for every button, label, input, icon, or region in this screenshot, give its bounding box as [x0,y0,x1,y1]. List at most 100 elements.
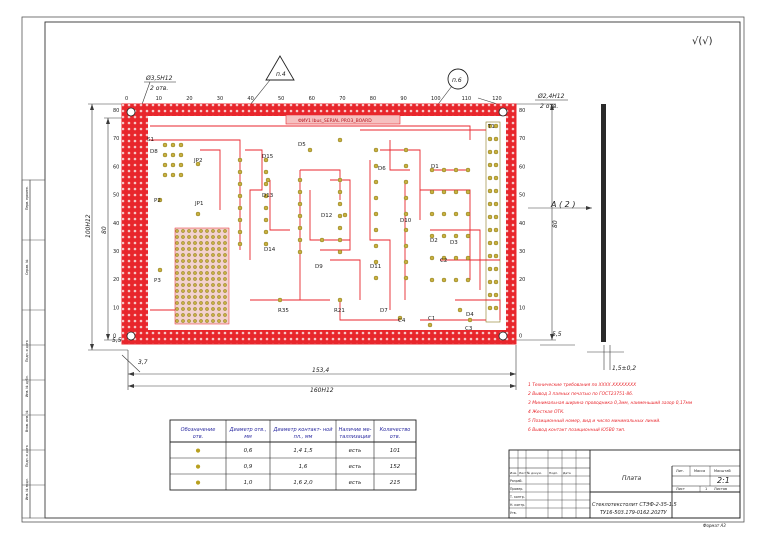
y-scale-tick-right: 40 [519,221,525,227]
component-label: D14 [264,247,276,253]
component-label: R21 [334,308,345,314]
component-pad [297,213,303,219]
title-block-row-label: Утв. [510,511,517,515]
component-pad [429,277,435,283]
stage-label: Лит. [676,469,684,473]
stamp-label: Инв. № дубл. [25,375,29,397]
dimension-lines [88,79,624,390]
component-pad [493,149,499,155]
component-pad [453,233,459,239]
component-pad [487,266,493,272]
component-label: JP2 [193,158,202,164]
component-pad [263,205,269,211]
component-pad [403,179,409,185]
component-label: D4 [466,312,474,318]
component-pad [487,149,493,155]
component-pad [373,179,379,185]
component-pad [373,195,379,201]
component-pad [337,177,343,183]
component-pad [170,172,176,178]
component-pad [493,188,499,194]
component-pad [493,123,499,129]
title-block [508,449,741,519]
component-pad [263,181,269,187]
x-scale-tick: 10 [156,96,162,102]
component-pad [465,189,471,195]
component-pad [453,277,459,283]
component-pads [126,107,508,341]
stamp-label: Подп. и дата [25,445,29,467]
component-pad [157,267,163,273]
hole-table-header-cont: мм [244,434,252,440]
component-pad [465,277,471,283]
component-pad [441,255,447,261]
copper-trace [245,149,263,260]
component-pad [162,162,168,168]
title-block-row-label: Разраб. [510,479,523,483]
dim-height-outer: 100Н12 [85,214,92,238]
component-pad [427,322,433,328]
board-edge-left [122,104,148,344]
component-pad [170,162,176,168]
copper-trace [430,229,481,290]
scale-value: 2:1 [717,476,730,485]
component-label: D7 [380,308,388,314]
component-label: P2 [154,198,161,204]
dim-width-outer: 160Н12 [310,387,334,394]
component-pad [237,181,243,187]
component-pad [457,307,463,313]
component-pad [237,241,243,247]
hole-table-header: Наличие ме- [339,427,372,433]
component-label: C3 [465,326,473,332]
hole-table-header-cont: пл., мм [294,434,313,440]
component-pad [493,305,499,311]
stamp-label: Инв. № подл. [25,478,29,500]
component-pad [342,212,348,218]
y-scale-tick-right: 70 [519,136,525,142]
component-label: D8 [150,149,158,155]
hole-table-header: Количество [380,427,411,433]
component-pad [373,163,379,169]
copper-trace [380,149,421,220]
y-scale-tick-right: 30 [519,249,525,255]
component-pad [263,241,269,247]
component-pad [493,266,499,272]
pcb-board: ФИУ1 Ibus_SERIAL PRO3_BOARD JP2JP1P2P3S1… [121,103,517,345]
component-pad [403,211,409,217]
header-strip [285,114,401,125]
component-pad [373,227,379,233]
component-pad [195,161,201,167]
component-pad [487,279,493,285]
board-edge-top [122,104,516,116]
hole-table-cell: 1,6 [299,464,308,470]
component-pad [237,205,243,211]
component-pad [441,189,447,195]
y-scale-tick-right: 0 [519,334,522,340]
board-edge-bottom [122,330,516,344]
component-labels: JP2JP1P2P3S1D8D15D5D13D14D12D9D6D10D11D1… [147,124,495,332]
dim-thickness: 1,5±0,2 [612,365,636,372]
part-material-line-1: Стеклотекстолит СТЭФ-2-35-1,5 [592,502,677,508]
component-pad [277,297,283,303]
y-scale-tick: 70 [113,136,119,142]
stamp-label: Подп. и дата [25,340,29,362]
component-pad [297,225,303,231]
title-block-row-label: Т. контр. [509,495,525,499]
hole-table-cell: есть [349,464,362,470]
hole-table-cell: ● [196,448,201,454]
component-label: D11 [370,264,381,270]
component-pad [429,233,435,239]
component-pad [429,255,435,261]
component-pad [397,315,403,321]
component-pad [487,240,493,246]
component-label: D12 [321,213,332,219]
dim-offset-b: 3,7 [138,359,148,366]
component-pad [307,147,313,153]
scale-label: Масштаб [714,469,731,473]
dim-height-inner: 80 [101,226,108,234]
component-label: C1 [428,316,435,322]
component-pad [373,211,379,217]
component-pad [493,292,499,298]
